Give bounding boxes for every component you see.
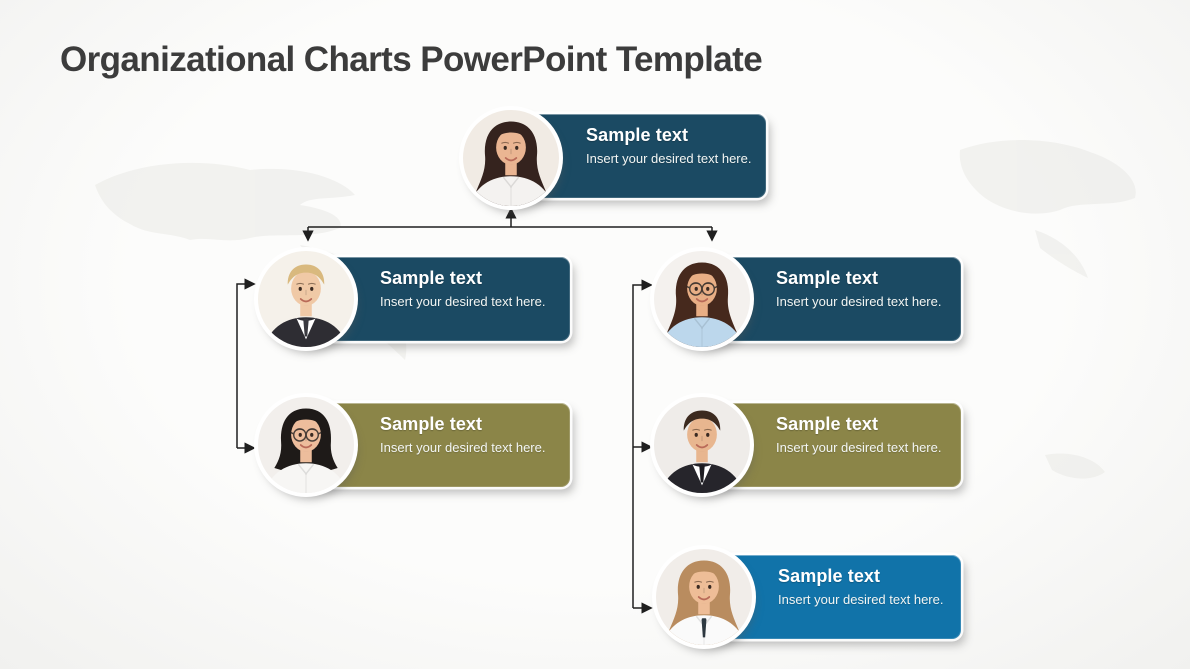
- node-body: Insert your desired text here.: [586, 151, 752, 166]
- node-title: Sample text: [586, 125, 689, 145]
- profile-photo[interactable]: [258, 251, 354, 347]
- profile-photo[interactable]: [654, 397, 750, 493]
- node-title: Sample text: [776, 268, 879, 288]
- profile-photo[interactable]: [654, 251, 750, 347]
- slide-title: Organizational Charts PowerPoint Templat…: [60, 40, 763, 79]
- node-title: Sample text: [380, 268, 483, 288]
- node-body: Insert your desired text here.: [776, 440, 942, 455]
- node-title: Sample text: [380, 414, 483, 434]
- profile-photo[interactable]: [463, 110, 559, 206]
- node-body: Insert your desired text here.: [776, 294, 942, 309]
- profile-photo[interactable]: [258, 397, 354, 493]
- node-body: Insert your desired text here.: [380, 440, 546, 455]
- node-body: Insert your desired text here.: [778, 592, 944, 607]
- connector-left-bracket-to-card1: [236, 278, 256, 448]
- node-body: Insert your desired text here.: [380, 294, 546, 309]
- connector-right-bracket-to-card1: [632, 279, 653, 608]
- node-title: Sample text: [778, 566, 881, 586]
- node-title: Sample text: [776, 414, 879, 434]
- profile-photo[interactable]: [656, 549, 752, 645]
